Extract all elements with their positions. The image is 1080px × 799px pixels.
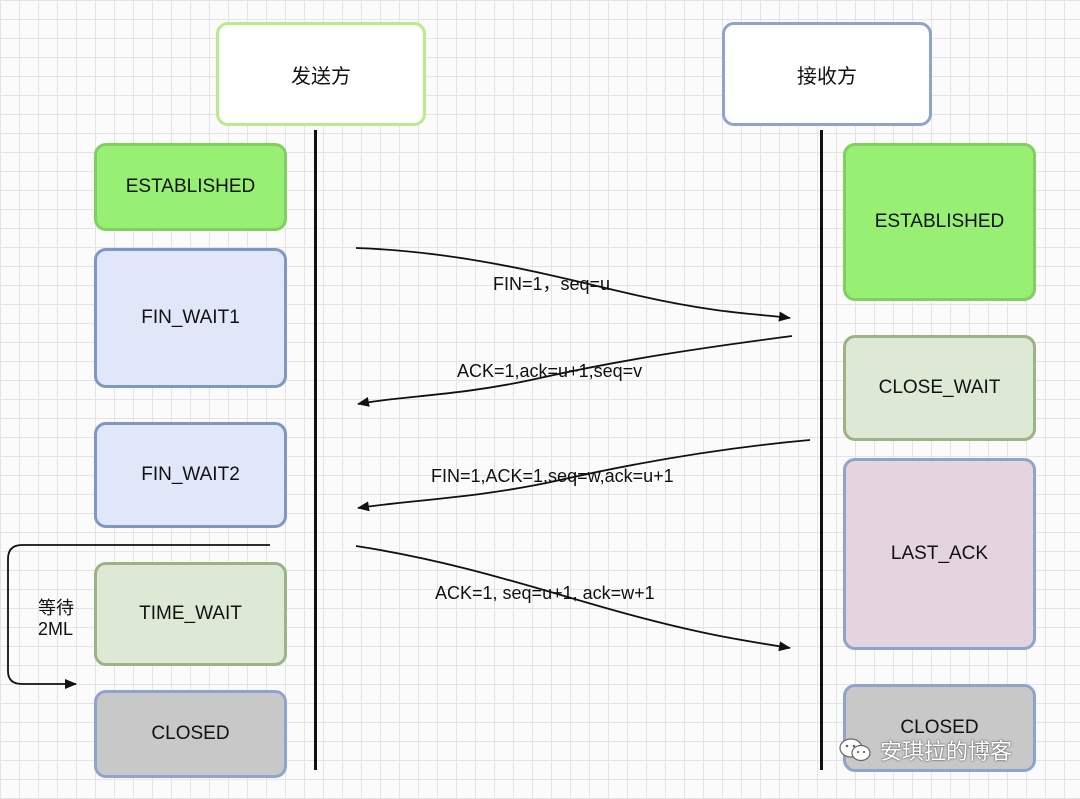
sender-state-fin-wait2: FIN_WAIT2: [94, 422, 287, 528]
receiver-lifeline: [820, 130, 823, 770]
sender-state-label: FIN_WAIT2: [141, 464, 240, 485]
sender-state-label: FIN_WAIT1: [141, 307, 240, 328]
sender-state-label: ESTABLISHED: [125, 176, 256, 197]
message-arrow-fin-ack: [357, 439, 811, 512]
sender-state-label: CLOSED: [151, 723, 230, 744]
message-label-ack: ACK=1,ack=u+1,seq=v: [457, 361, 643, 381]
receiver-state-label: ESTABLISHED: [874, 211, 1005, 232]
wechat-icon: [839, 738, 871, 762]
sender-state-fin-wait1: FIN_WAIT1: [94, 248, 287, 388]
message-arrow-ack: [357, 335, 793, 407]
wait-loop-arrow: [7, 544, 270, 689]
message-arrow-fin: [355, 247, 791, 322]
receiver-state-label: LAST_ACK: [890, 543, 989, 564]
receiver-header: 接收方: [722, 22, 932, 126]
wait-note-line2: 2ML: [38, 619, 74, 639]
receiver-state-closed: CLOSED: [843, 684, 1036, 772]
receiver-state-established: ESTABLISHED: [843, 143, 1036, 301]
sender-title: 发送方: [291, 65, 351, 88]
sender-header: 发送方: [216, 22, 426, 126]
watermark: 安琪拉的博客: [838, 734, 1012, 766]
sender-state-time-wait: TIME_WAIT: [94, 562, 287, 666]
sender-state-label: TIME_WAIT: [139, 603, 242, 624]
receiver-title: 接收方: [797, 65, 857, 88]
message-arrow-final-ack: [355, 545, 791, 652]
receiver-state-close-wait: CLOSE_WAIT: [843, 335, 1036, 441]
watermark-text: 安琪拉的博客: [880, 739, 1013, 764]
receiver-state-last-ack: LAST_ACK: [843, 458, 1036, 650]
message-label-final-ack: ACK=1, seq=u+1, ack=w+1: [435, 583, 655, 603]
receiver-state-label: CLOSE_WAIT: [878, 377, 1001, 398]
message-label-fin: FIN=1，seq=u: [493, 274, 611, 294]
wait-note-line1: 等待: [38, 598, 74, 618]
message-label-fin-ack: FIN=1,ACK=1,seq=w,ack=u+1: [431, 466, 674, 486]
receiver-state-label: CLOSED: [900, 717, 979, 738]
sender-lifeline: [314, 130, 317, 770]
sender-state-established: ESTABLISHED: [94, 143, 287, 231]
sender-state-closed: CLOSED: [94, 690, 287, 778]
